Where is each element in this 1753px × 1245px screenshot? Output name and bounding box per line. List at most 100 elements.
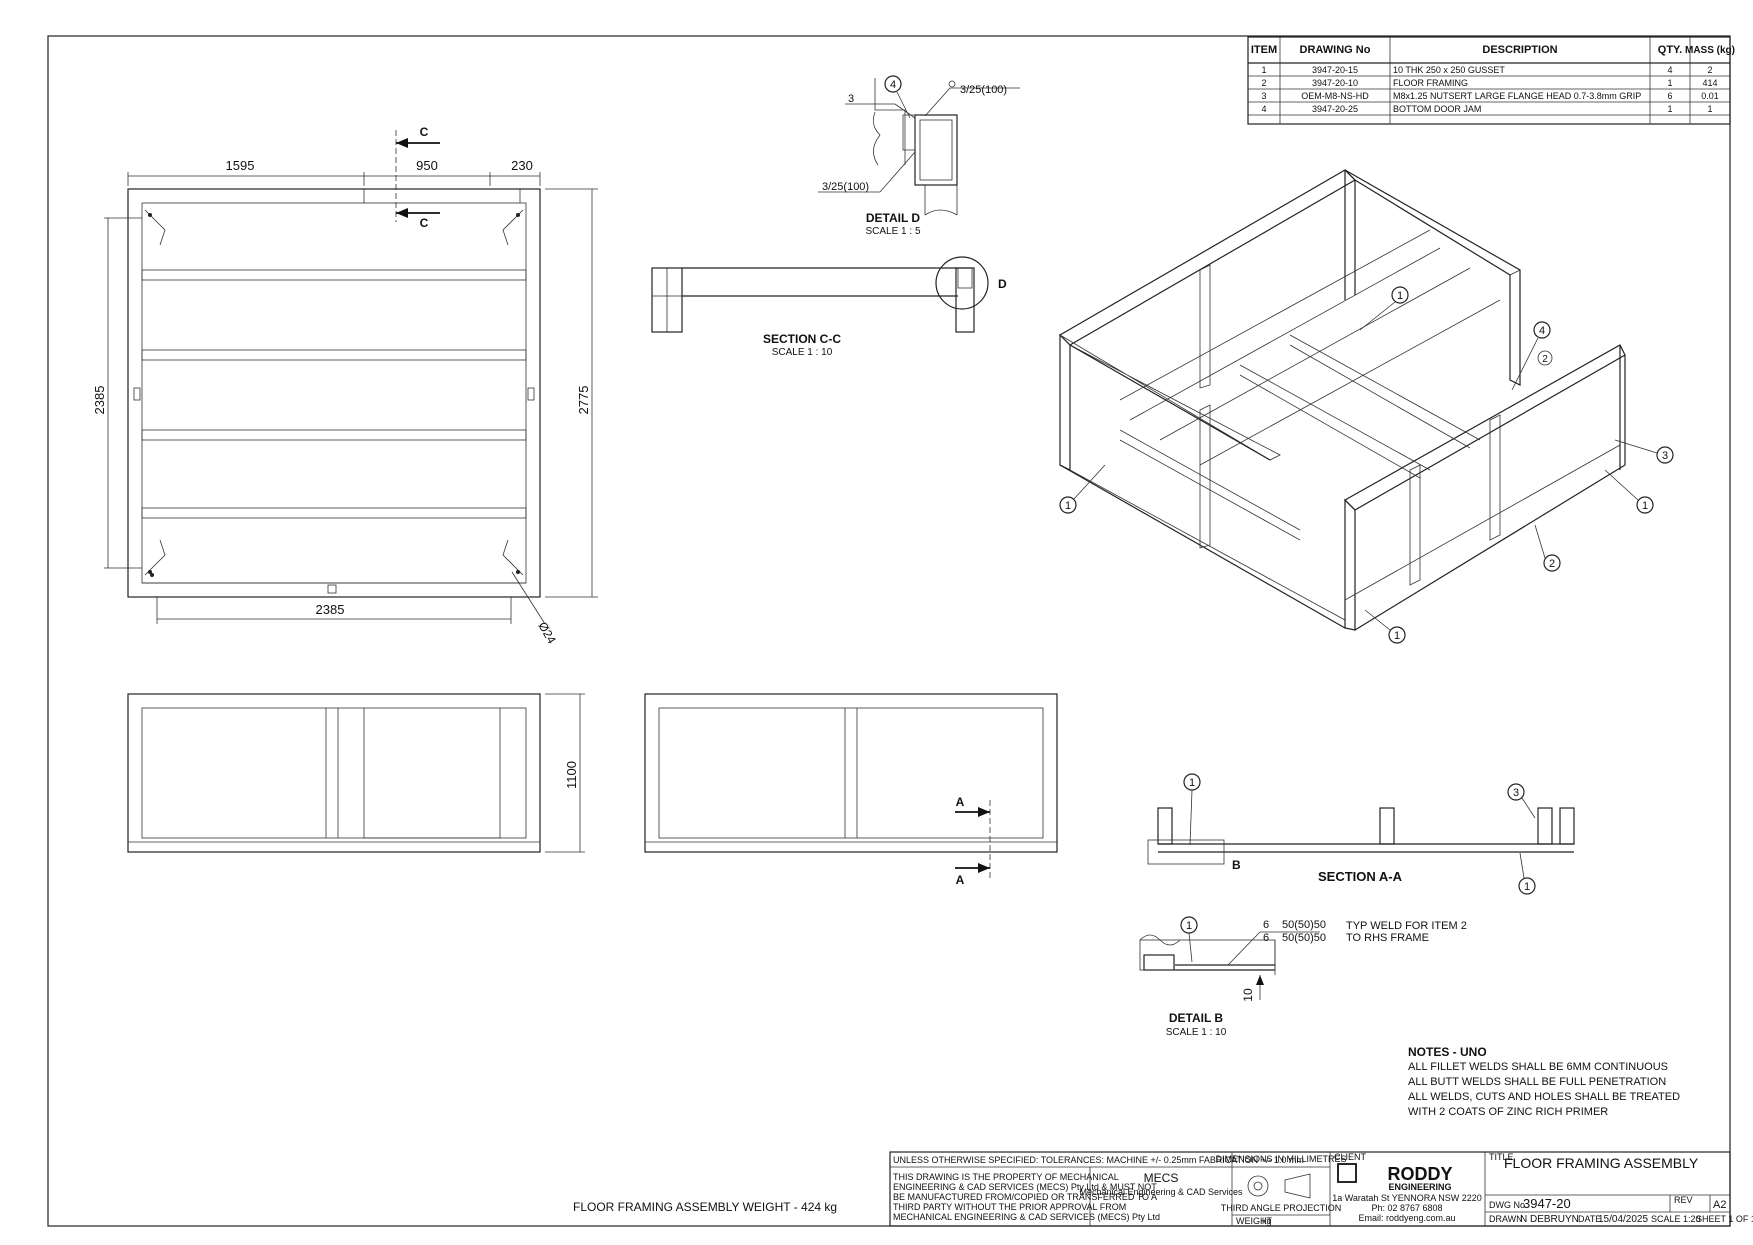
bom-cell: 10 THK 250 x 250 GUSSET <box>1393 65 1505 75</box>
sheet-border <box>47 35 1731 1227</box>
title-block: UNLESS OTHERWISE SPECIFIED: TOLERANCES: … <box>889 1151 1753 1227</box>
section-a-label-top: A <box>956 795 965 809</box>
sheet-size: A2 <box>1713 1199 1726 1211</box>
bom-header-mass: MASS (kg) <box>1685 45 1735 56</box>
dwg-number: 3947-20 <box>1523 1196 1571 1211</box>
detail-d-scale: SCALE 1 : 5 <box>865 226 920 237</box>
bom-cell: 414 <box>1702 78 1717 88</box>
section-cc-detail-ref: D <box>998 277 1007 291</box>
detail-d-weld-top: 3/25(100) <box>960 84 1007 96</box>
title-label: TITLE <box>1489 1152 1514 1162</box>
bom-cell: OEM-M8-NS-HD <box>1301 91 1369 101</box>
projection-symbol-icon <box>1247 1175 1269 1197</box>
dwg-label: DWG No <box>1489 1200 1525 1210</box>
section-c-label-bottom: C <box>420 216 429 230</box>
detail-b-weld-size-2: 6 <box>1263 932 1269 944</box>
bom-cell: 3947-20-15 <box>1312 65 1358 75</box>
bom-cell: 3947-20-10 <box>1312 78 1358 88</box>
client-phone: Ph: 02 8767 6808 <box>1371 1203 1442 1213</box>
client-email: Email: roddyeng.com.au <box>1358 1213 1455 1223</box>
property-text: THIRD PARTY WITHOUT THE PRIOR APPROVAL F… <box>893 1202 1126 1212</box>
section-cc-scale: SCALE 1 : 10 <box>772 347 833 358</box>
detail-b-weld-size: 6 <box>1263 919 1269 931</box>
detail-d: 4 3/25(100) 3 3/25(100) DETAIL D SCALE 1… <box>818 75 1020 237</box>
bom-header-description: DESCRIPTION <box>1482 44 1557 56</box>
bom-header-drawing: DRAWING No <box>1300 44 1371 56</box>
sheet-label: SHEET 1 OF 1 <box>1696 1214 1753 1224</box>
bom-cell: 3 <box>1261 91 1266 101</box>
dim-right: 2775 <box>576 386 591 415</box>
bom-cell: 4 <box>1261 104 1266 114</box>
section-cc-title: SECTION C-C <box>763 332 841 346</box>
section-aa-title: SECTION A-A <box>1318 869 1403 884</box>
bom-cell: 1 <box>1667 78 1672 88</box>
bom-cell: 6 <box>1667 91 1672 101</box>
bom-cell: 0.01 <box>1701 91 1719 101</box>
bom-cell: 1 <box>1707 104 1712 114</box>
weight-unit: kg <box>1262 1216 1272 1226</box>
dim-height: 1100 <box>564 761 579 789</box>
iso-balloon: 2 <box>1542 354 1548 365</box>
mecs-logo: MECS <box>1144 1171 1179 1185</box>
note-line: ALL WELDS, CUTS AND HOLES SHALL BE TREAT… <box>1408 1091 1680 1103</box>
detail-d-weld-left: 3 <box>848 93 854 105</box>
detail-b: 10 1 6 6 50(50)50 50(50)50 TYP WELD FOR … <box>1139 916 1467 1038</box>
bom-cell: M8x1.25 NUTSERT LARGE FLANGE HEAD 0.7-3.… <box>1393 91 1641 101</box>
client-address: 1a Waratah St YENNORA NSW 2220 <box>1332 1193 1482 1203</box>
weight-label: WEIGHT <box>1236 1216 1272 1226</box>
bom-header-item: ITEM <box>1251 44 1277 56</box>
hole-diameter: Ø24 <box>535 620 559 647</box>
bom-table: ITEM DRAWING No DESCRIPTION QTY. MASS (k… <box>1247 36 1735 125</box>
scale-label: SCALE 1:20 <box>1651 1214 1701 1224</box>
section-aa: B 1 3 1 SECTION A-A <box>1147 773 1575 895</box>
note-line: WITH 2 COATS OF ZINC RICH PRIMER <box>1408 1106 1608 1118</box>
bom-cell: 3947-20-25 <box>1312 104 1358 114</box>
bom-cell: 2 <box>1261 78 1266 88</box>
bom-cell: 4 <box>1667 65 1672 75</box>
section-aa-balloon: 1 <box>1189 777 1195 789</box>
drawing-date: 15/04/2025 <box>1598 1214 1648 1225</box>
elevation-left: 1100 <box>127 693 585 853</box>
client-logo-icon <box>1337 1163 1357 1183</box>
property-text: BE MANUFACTURED FROM/COPIED OR TRANSFERR… <box>893 1192 1157 1202</box>
iso-balloon: 4 <box>1539 325 1545 337</box>
date-label: DATE <box>1578 1214 1601 1224</box>
rev-label: REV <box>1674 1195 1693 1205</box>
elevation-right: A A <box>644 693 1058 887</box>
bom-cell: 2 <box>1707 65 1712 75</box>
bom-header-qty: QTY. <box>1658 44 1682 56</box>
plan-view: 1595 950 230 C C 2385 2775 2385 Ø24 <box>92 125 598 646</box>
section-aa-detail-ref: B <box>1232 858 1241 872</box>
iso-balloon: 3 <box>1662 450 1668 462</box>
iso-balloon: 1 <box>1642 500 1648 512</box>
dimensions-label: DIMENSIONS IN MILLIMETRES <box>1215 1154 1346 1164</box>
detail-b-note-2: TO RHS FRAME <box>1346 932 1429 944</box>
detail-b-weld-spec-top: 50(50)50 <box>1282 919 1326 931</box>
iso-balloon: 1 <box>1397 290 1403 302</box>
dim-left: 2385 <box>92 386 107 415</box>
drawing-title: FLOOR FRAMING ASSEMBLY <box>1504 1155 1699 1171</box>
drawn-by: N DEBRUYN <box>1520 1214 1579 1225</box>
dim-top-mid: 950 <box>416 158 438 173</box>
bom-cell: BOTTOM DOOR JAM <box>1393 104 1481 114</box>
iso-balloon: 1 <box>1394 630 1400 642</box>
notes-title: NOTES - UNO <box>1408 1045 1487 1059</box>
detail-d-balloon: 4 <box>890 79 896 91</box>
note-line: ALL BUTT WELDS SHALL BE FULL PENETRATION <box>1408 1076 1666 1088</box>
section-aa-balloon: 3 <box>1513 787 1519 799</box>
tolerances: UNLESS OTHERWISE SPECIFIED: TOLERANCES: … <box>893 1155 1304 1165</box>
mecs-sub: Mechanical Engineering & CAD Services <box>1079 1187 1243 1197</box>
iso-balloon: 2 <box>1549 558 1555 570</box>
detail-b-balloon: 1 <box>1186 920 1192 932</box>
detail-b-thk: 10 <box>1241 988 1255 1002</box>
detail-b-note-1: TYP WELD FOR ITEM 2 <box>1346 920 1467 932</box>
drawn-label: DRAWN <box>1489 1214 1523 1224</box>
note-line: ALL FILLET WELDS SHALL BE 6MM CONTINUOUS <box>1408 1061 1668 1073</box>
property-text: THIS DRAWING IS THE PROPERTY OF MECHANIC… <box>893 1172 1119 1182</box>
detail-b-title: DETAIL B <box>1169 1011 1224 1025</box>
client-sub: ENGINEERING <box>1388 1182 1451 1192</box>
detail-b-scale: SCALE 1 : 10 <box>1166 1027 1227 1038</box>
iso-balloon: 1 <box>1065 500 1071 512</box>
isometric-view: 1 4 2 3 1 2 1 1 <box>1059 169 1674 644</box>
